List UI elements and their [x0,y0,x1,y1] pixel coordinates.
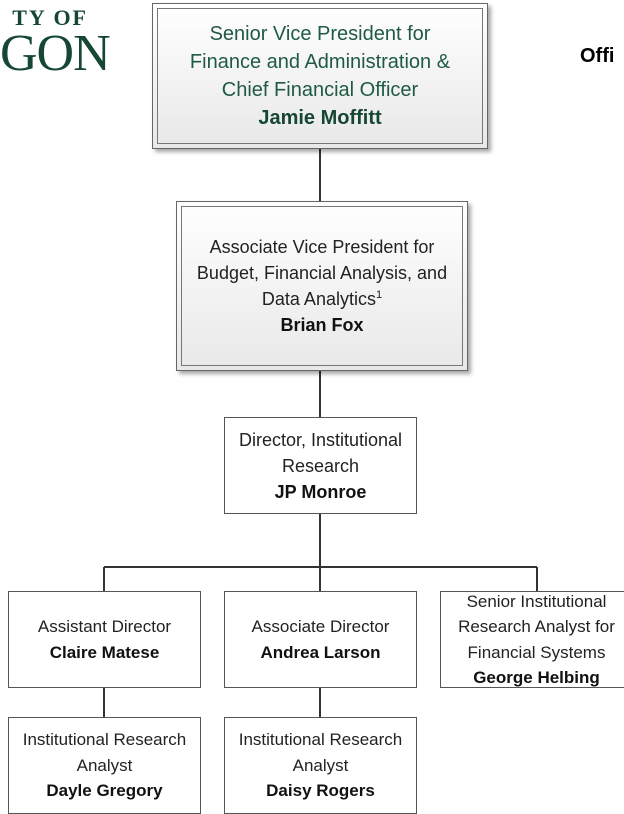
org-box-assistant-director: Assistant Director Claire Matese [8,591,201,688]
svp-title-line-2: Finance and Administration & [189,51,451,73]
director-title-line-2: Research [281,455,360,476]
analyst-1-title-line-1: Institutional Research [22,730,187,750]
assistant-director-name: Claire Matese [49,642,160,662]
avp-title-line-3-text: Data Analytics [261,289,376,309]
org-box-associate-director: Associate Director Andrea Larson [224,591,417,688]
org-box-senior-analyst: Senior Institutional Research Analyst fo… [440,591,624,688]
director-name: JP Monroe [274,481,367,502]
logo-text-top: TY OF [12,5,88,30]
avp-title-line-2: Budget, Financial Analysis, and [196,263,448,283]
org-box-svp-inner: Senior Vice President for Finance and Ad… [157,8,483,144]
associate-director-name: Andrea Larson [260,642,381,662]
avp-name: Brian Fox [280,315,364,335]
senior-analyst-title-line-2: Research Analyst for [458,617,615,636]
analyst-1-title-line-2: Analyst [76,755,133,775]
org-box-avp: Associate Vice President for Budget, Fin… [176,201,468,371]
analyst-2-name: Daisy Rogers [266,781,375,801]
org-box-analyst-2: Institutional Research Analyst Daisy Rog… [224,717,417,814]
svp-name: Jamie Moffitt [258,107,382,129]
svp-title-line-3: Chief Financial Officer [221,79,419,101]
director-title-line-1: Director, Institutional [238,429,403,450]
senior-analyst-title-line-3: Financial Systems [467,642,606,662]
avp-footnote-marker: 1 [375,289,383,301]
avp-title-line-1: Associate Vice President for [209,237,435,257]
senior-analyst-title-line-1: Senior Institutional [466,591,607,611]
org-box-avp-inner: Associate Vice President for Budget, Fin… [181,206,463,366]
avp-title-line-3: Data Analytics1 [262,286,382,312]
assistant-director-title: Assistant Director [37,617,172,636]
svp-title-line-1: Senior Vice President for [209,23,431,45]
analyst-2-title-line-1: Institutional Research [238,730,403,750]
senior-analyst-name: George Helbing [473,668,600,687]
analyst-2-title-line-2: Analyst [292,755,349,775]
org-box-analyst-1: Institutional Research Analyst Dayle Gre… [8,717,201,814]
org-box-svp-cfo: Senior Vice President for Finance and Ad… [152,3,488,149]
associate-director-title: Associate Director [251,617,390,636]
org-box-director: Director, Institutional Research JP Monr… [224,417,417,514]
analyst-1-name: Dayle Gregory [46,781,163,801]
office-title: Offi [580,45,615,67]
